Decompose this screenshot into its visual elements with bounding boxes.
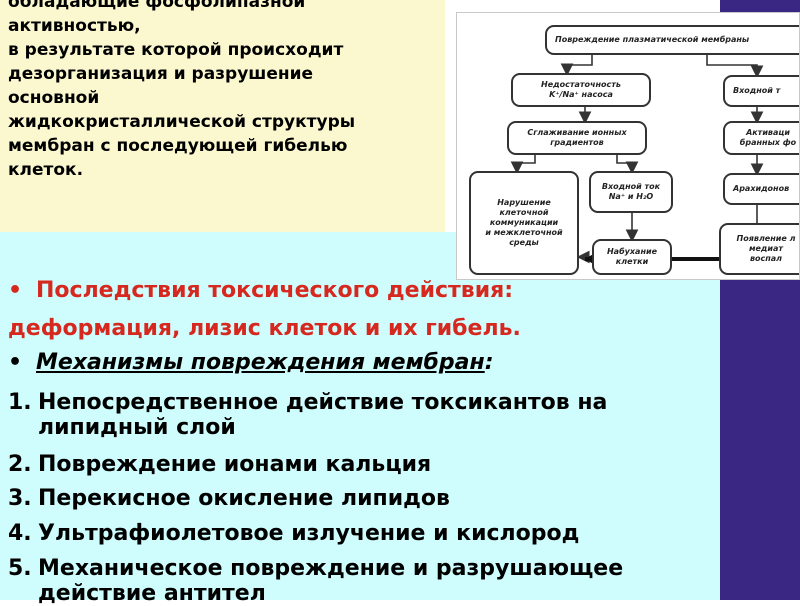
- item-number: 5.: [8, 556, 32, 581]
- top-text-line: основной: [8, 88, 100, 108]
- mechanisms-heading-colon: :: [484, 350, 494, 375]
- item-number: 4.: [8, 521, 32, 546]
- top-text-line: обладающие фосфолипазной: [8, 0, 306, 12]
- top-text-line: в результате которой происходит: [8, 40, 344, 60]
- node-arachidonic: Арахидонов: [723, 173, 799, 205]
- item-text: Механическое повреждение и разрушающее д…: [38, 556, 624, 606]
- top-text-block: обладающие фосфолипазной активностью, в …: [8, 0, 428, 182]
- item-number: 1.: [8, 390, 32, 415]
- node-na-water-inflow: Входной ток Na⁺ и H₂O: [589, 171, 673, 213]
- item-number: 3.: [8, 486, 32, 511]
- node-ion-gradient-smoothing: Сглаживание ионных градиентов: [507, 121, 647, 155]
- top-text-line: жидкокристаллической структуры: [8, 112, 356, 132]
- node-mediators-right: Появление л медиат воспал: [719, 223, 799, 275]
- mechanisms-heading-text: Механизмы повреждения мембран: [36, 350, 485, 375]
- consequences-text: деформация, лизис клеток и их гибель.: [8, 316, 521, 341]
- node-communication-disruption: Нарушение клеточной коммуникации и межкл…: [469, 171, 579, 275]
- item-text: Ультрафиолетовое излучение и кислород: [38, 521, 580, 546]
- mechanism-item: 4. Ультрафиолетовое излучение и кислород: [8, 521, 713, 546]
- mechanism-item: 5. Механическое повреждение и разрушающе…: [8, 556, 713, 606]
- item-text: Перекисное окисление липидов: [38, 486, 450, 511]
- mechanism-item: 2. Повреждение ионами кальция: [8, 452, 713, 477]
- top-text-panel: [0, 0, 445, 232]
- bullet-marker: •: [8, 350, 23, 375]
- consequences-heading: • Последствия токсического действия:: [8, 278, 513, 303]
- node-pump-insufficiency: Недостаточность K⁺/Na⁺ насоса: [511, 73, 651, 107]
- bullet-panel: [0, 232, 720, 600]
- top-text-line: активностью,: [8, 16, 141, 36]
- top-text-line: дезорганизация и разрушение: [8, 64, 314, 84]
- item-text: Повреждение ионами кальция: [38, 452, 432, 477]
- node-cell-swelling: Набухание клетки: [592, 239, 672, 275]
- item-text: Непосредственное действие токсикантов на…: [38, 390, 608, 440]
- mechanism-item: 3. Перекисное окисление липидов: [8, 486, 713, 511]
- item-number: 2.: [8, 452, 32, 477]
- bullet-marker: •: [8, 278, 23, 303]
- membrane-damage-diagram: Повреждение плазматической мембраны Недо…: [456, 12, 800, 280]
- top-text-line: мембран с последующей гибелью: [8, 136, 348, 156]
- top-text-line: клеток.: [8, 160, 84, 180]
- node-membrane-damage: Повреждение плазматической мембраны: [545, 25, 799, 55]
- node-activation-right: Активаци бранных фо: [723, 121, 799, 155]
- mechanism-item: 1. Непосредственное действие токсикантов…: [8, 390, 713, 440]
- consequences-heading-text: Последствия токсического действия:: [36, 278, 514, 303]
- node-inflow-right: Входной т: [723, 75, 799, 107]
- mechanisms-heading: • Механизмы повреждения мембран:: [8, 350, 494, 375]
